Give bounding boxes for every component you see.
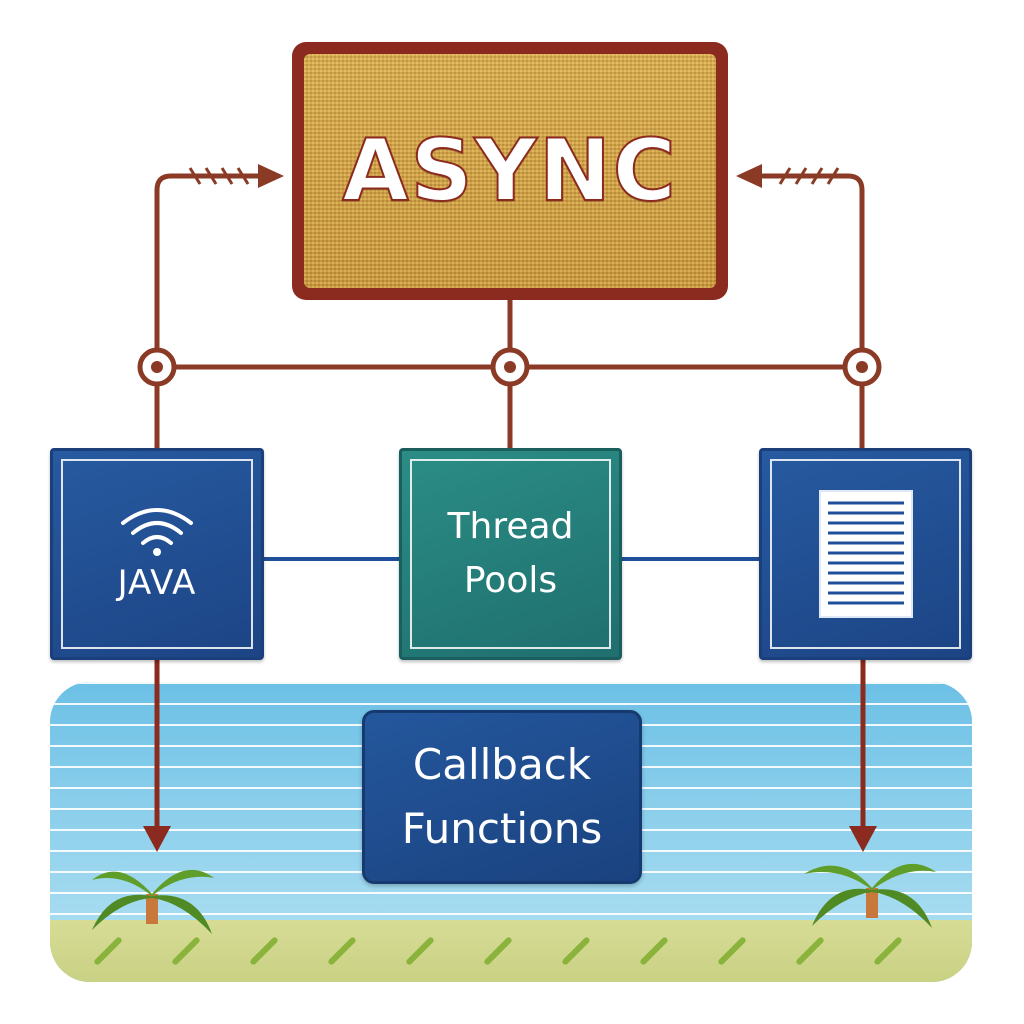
callback-label-line2: Functions — [401, 804, 603, 853]
wifi-icon — [121, 508, 193, 556]
junction-middle — [490, 347, 530, 387]
junction-right — [842, 347, 882, 387]
palm-tree-right — [804, 863, 936, 928]
left-arrow-feathers — [188, 167, 250, 185]
document-icon — [818, 490, 913, 618]
left-arrow-head — [258, 164, 284, 188]
callback-functions-block: Callback Functions — [362, 710, 642, 884]
junction-left — [137, 347, 177, 387]
thread-pools-label-line2: Pools — [463, 560, 558, 601]
right-arrow-feathers — [778, 167, 840, 185]
palm-tree-left — [92, 869, 214, 934]
right-arrow-head — [736, 164, 762, 188]
thread-pools-node: Thread Pools — [399, 448, 622, 660]
async-block: ASYNC — [292, 42, 728, 300]
async-title: ASYNC — [341, 120, 678, 222]
callback-label-line1: Callback — [412, 740, 592, 789]
document-node — [759, 448, 972, 660]
java-label: JAVA — [117, 563, 197, 603]
thread-pools-label-line1: Thread — [447, 506, 574, 547]
left-down-arrow-head — [143, 826, 171, 852]
async-fill: ASYNC — [304, 54, 716, 288]
right-top-line — [752, 173, 865, 191]
left-top-line — [154, 173, 266, 191]
java-node: JAVA — [50, 448, 264, 660]
right-down-arrow-head — [849, 826, 877, 852]
sand-strip — [50, 920, 972, 982]
